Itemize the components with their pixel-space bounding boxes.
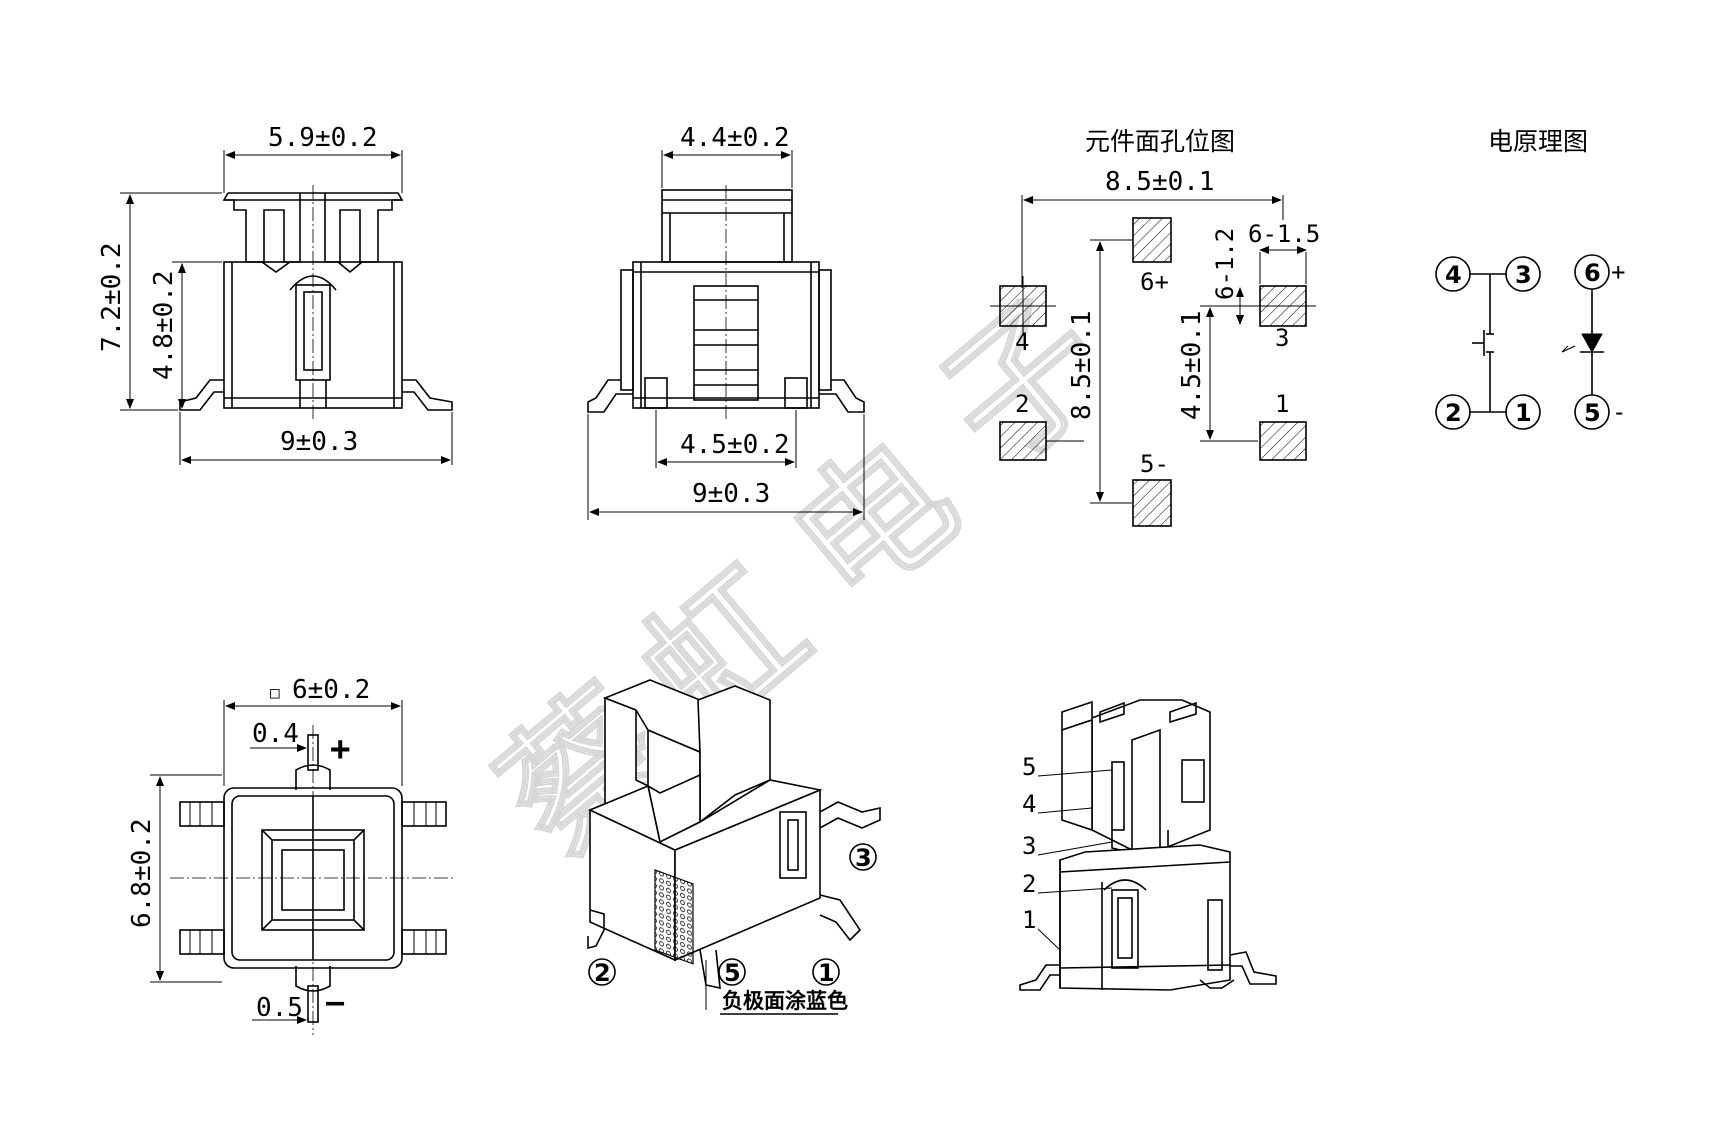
iso-pin-2: 2 [594, 959, 611, 987]
top-plus-sign: + [330, 729, 350, 769]
pad-layout-title: 元件面孔位图 [1085, 127, 1235, 156]
dim-bottom-height: 6.8±0.2 [127, 818, 157, 928]
iso-note: 负极面涂蓝色 [722, 989, 848, 1013]
dim-side-top-width: 5.9±0.2 [268, 123, 378, 153]
isometric-view: 3 2 5 1 负极面涂蓝色 [587, 679, 881, 1015]
pad-pitch: 4.5±0.1 [1177, 310, 1207, 420]
dim-side-bottom-width: 9±0.3 [280, 427, 358, 457]
schematic-minus: - [1612, 398, 1626, 426]
pad-1 [1259, 421, 1307, 461]
pad-label-4: 4 [1015, 328, 1029, 356]
pin-1: 1 [1515, 399, 1532, 427]
schematic: 电原理图 4 3 2 1 6 5 + - [1435, 127, 1626, 430]
pad-label-2: 2 [1015, 390, 1029, 418]
side-view: 5.9±0.2 7.2±0.2 4.8±0.2 9±0.3 [97, 123, 453, 465]
pad-vertical-span: 8.5±0.1 [1067, 310, 1097, 420]
pad-layout: 元件面孔位图 8.5±0.1 4 6+ 3 2 1 5- 8.5±0.1 4. [990, 127, 1320, 527]
top-view: + — □ 6±0.2 0.4 0.5 6.8±0.2 [127, 675, 456, 1035]
pad-size-height: 6-1.2 [1211, 228, 1239, 300]
pad-label-1: 1 [1275, 390, 1289, 418]
pad-6 [1132, 217, 1172, 263]
dim-bottom-square: 6±0.2 [292, 675, 370, 705]
front-view: 4.4±0.2 4.5±0.2 9±0.3 [587, 123, 865, 520]
exploded-part-1: 1 [1022, 906, 1036, 934]
pin-6: 6 [1584, 259, 1601, 287]
pin-2: 2 [1445, 399, 1462, 427]
pin-5: 5 [1584, 399, 1601, 427]
pad-label-3: 3 [1275, 324, 1289, 352]
pad-2 [999, 421, 1047, 461]
pad-5 [1132, 479, 1172, 527]
exploded-part-4: 4 [1022, 790, 1036, 818]
schematic-title: 电原理图 [1488, 127, 1588, 156]
dim-bottom-lead-bottom: 0.5 [256, 993, 303, 1023]
dim-side-body-height: 4.8±0.2 [149, 270, 179, 380]
dim-square-symbol: □ [270, 683, 280, 702]
dim-front-top-width: 4.4±0.2 [680, 123, 790, 153]
exploded-part-5: 5 [1022, 753, 1036, 781]
exploded-part-3: 3 [1022, 832, 1036, 860]
exploded-view: 5 4 3 2 1 [1019, 699, 1277, 991]
dim-front-bottom-width: 9±0.3 [692, 479, 770, 509]
pad-overall-width: 8.5±0.1 [1105, 167, 1215, 197]
iso-pin-1: 1 [818, 959, 835, 987]
pad-label-5: 5- [1140, 450, 1169, 478]
top-minus-sign: — [326, 985, 345, 1020]
pin-3: 3 [1515, 261, 1532, 289]
pin-4: 4 [1445, 261, 1462, 289]
exploded-part-2: 2 [1022, 870, 1036, 898]
dim-side-total-height: 7.2±0.2 [97, 242, 127, 352]
iso-pin-3: 3 [855, 844, 872, 872]
dim-front-pad-spacing: 4.5±0.2 [680, 430, 790, 460]
pad-label-6: 6+ [1140, 268, 1169, 296]
dim-bottom-lead-top: 0.4 [252, 719, 299, 749]
schematic-plus: + [1611, 258, 1625, 286]
watermark-char-3: 电 [761, 408, 988, 638]
iso-pin-5: 5 [724, 959, 741, 987]
pad-size-width: 6-1.5 [1248, 220, 1320, 248]
